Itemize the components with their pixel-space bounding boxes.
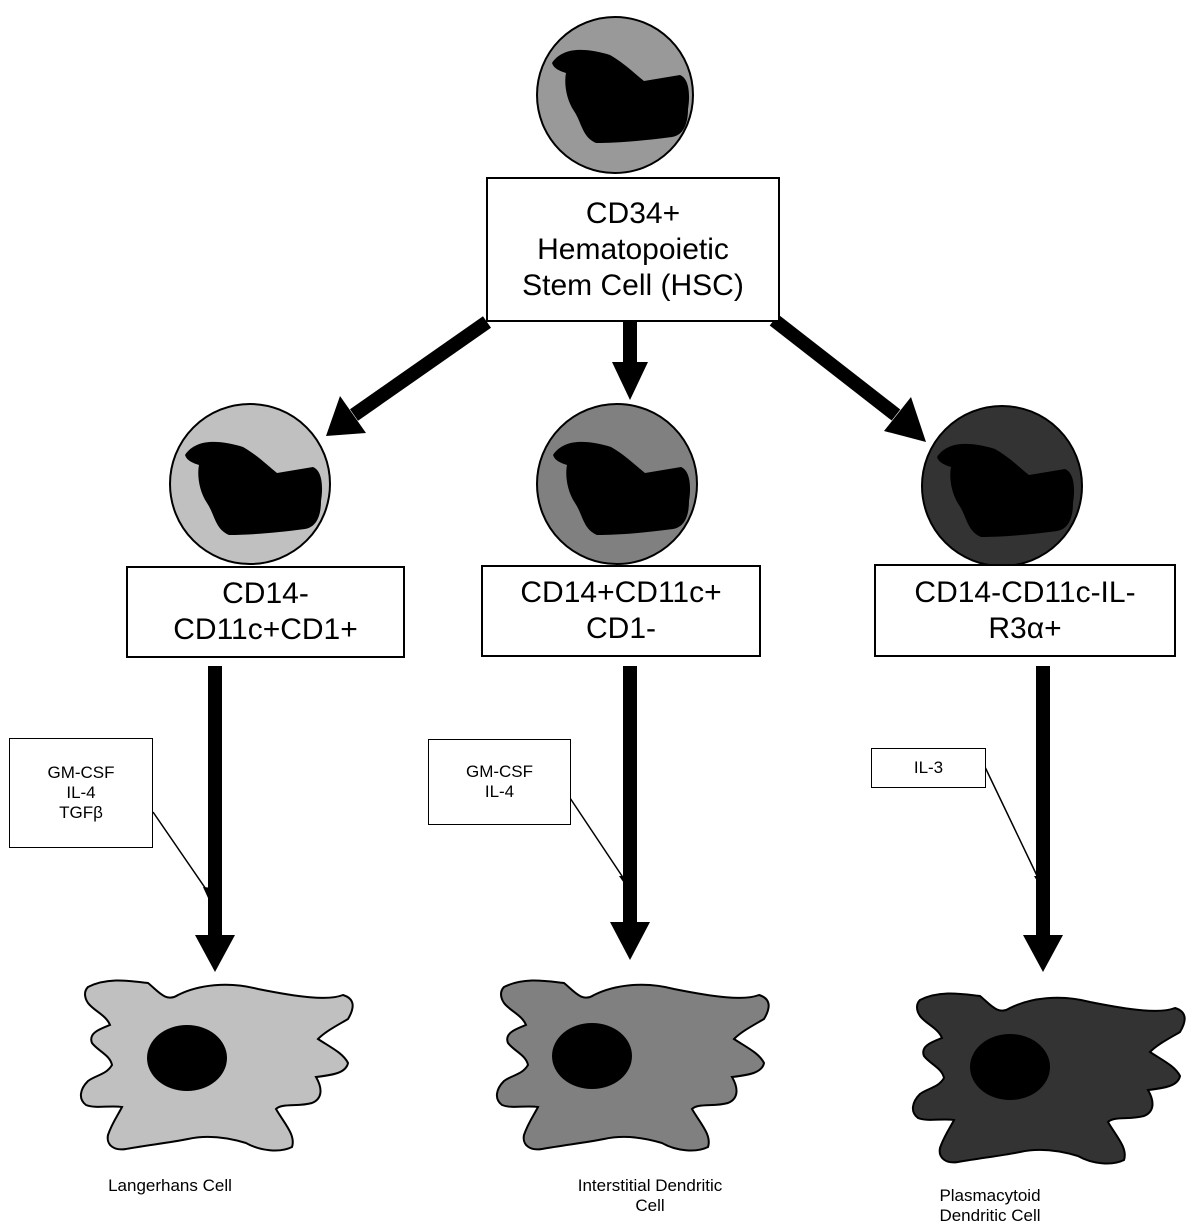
langerhans-differentiation-arrow xyxy=(195,666,235,972)
plasmacytoid-caption-line-2: Dendritic Cell xyxy=(939,1206,1041,1225)
interstitial-marker-line-1: CD14+CD11c+ xyxy=(520,576,722,609)
interstitial-factor-2: IL-4 xyxy=(484,782,515,801)
langerhans-factors-box: GM-CSF IL-4 TGFβ xyxy=(9,738,153,848)
langerhans-factor-3: TGFβ xyxy=(59,803,103,822)
interstitial-marker-line-2: CD1- xyxy=(585,612,656,645)
plasmacytoid-progenitor-icon xyxy=(921,405,1083,567)
langerhans-factor-1: GM-CSF xyxy=(47,763,115,782)
interstitial-dendritic-cell-icon xyxy=(495,979,770,1152)
langerhans-caption-line-1: Langerhans Cell xyxy=(108,1176,232,1195)
plasmacytoid-factors-box: IL-3 xyxy=(871,748,986,788)
interstitial-factor-pointer xyxy=(569,797,629,886)
langerhans-cell-caption: Langerhans Cell xyxy=(60,1176,280,1196)
interstitial-marker-label: CD14+CD11c+ CD1- xyxy=(481,565,761,657)
stem-cell-line-2: Hematopoietic xyxy=(537,232,729,266)
plasmacytoid-dendritic-cell-caption: Plasmacytoid Dendritic Cell xyxy=(890,1186,1090,1226)
plasmacytoid-dendritic-cell-icon xyxy=(911,992,1186,1165)
stem-cell-line-1: CD34+ xyxy=(585,196,681,230)
plasmacytoid-caption-line-1: Plasmacytoid xyxy=(939,1186,1041,1205)
plasmacytoid-marker-label: CD14-CD11c-IL- R3α+ xyxy=(874,564,1176,657)
langerhans-factor-pointer xyxy=(152,811,213,898)
stem-to-interstitial-arrow xyxy=(612,320,648,400)
plasmacytoid-marker-line-2: R3α+ xyxy=(988,611,1062,645)
langerhans-marker-line-1: CD14- xyxy=(222,577,309,610)
langerhans-cell-icon xyxy=(79,979,354,1152)
stem-to-plasmacytoid-arrow xyxy=(769,314,926,442)
plasmacytoid-factor-pointer xyxy=(984,766,1044,886)
plasmacytoid-marker-line-1: CD14-CD11c-IL- xyxy=(914,575,1136,609)
stem-cell-label: CD34+ Hematopoietic Stem Cell (HSC) xyxy=(486,177,780,322)
interstitial-dendritic-cell-caption: Interstitial Dendritic Cell xyxy=(530,1176,770,1216)
interstitial-progenitor-icon xyxy=(536,403,698,565)
interstitial-caption-line-2: Cell xyxy=(635,1196,665,1215)
stem-to-langerhans-arrow xyxy=(326,316,492,436)
stem-cell-icon xyxy=(536,16,694,174)
plasmacytoid-differentiation-arrow xyxy=(1023,666,1063,972)
langerhans-progenitor-icon xyxy=(169,403,331,565)
interstitial-factor-1: GM-CSF xyxy=(465,762,534,781)
stem-cell-line-3: Stem Cell (HSC) xyxy=(522,268,744,302)
plasmacytoid-factor-1: IL-3 xyxy=(913,758,944,777)
interstitial-caption-line-1: Interstitial Dendritic xyxy=(577,1176,723,1195)
langerhans-factor-2: IL-4 xyxy=(66,783,96,802)
interstitial-factors-box: GM-CSF IL-4 xyxy=(428,739,571,825)
langerhans-marker-line-2: CD11c+CD1+ xyxy=(173,613,358,646)
interstitial-differentiation-arrow xyxy=(610,666,650,960)
langerhans-marker-label: CD14- CD11c+CD1+ xyxy=(126,566,405,658)
